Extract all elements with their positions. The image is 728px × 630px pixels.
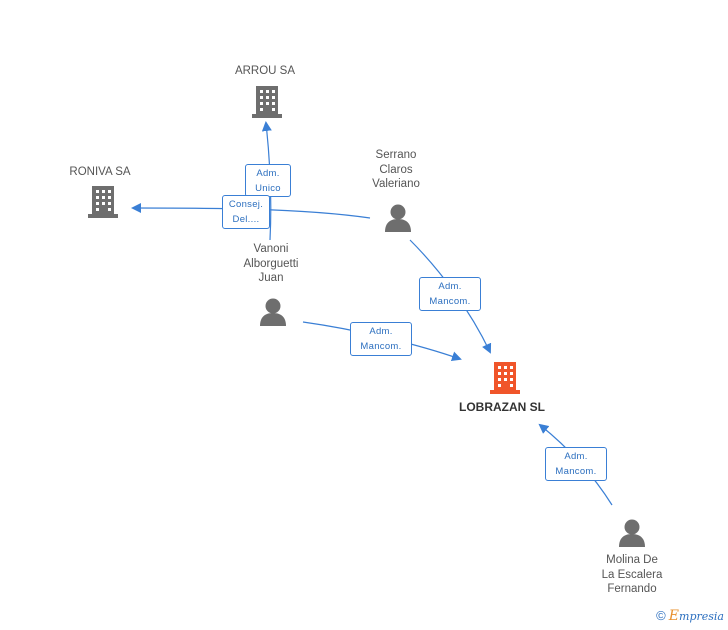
edge-label-vanoni-arrou[interactable]: Adm. Unico xyxy=(245,164,291,197)
node-label-serrano[interactable]: Serrano Claros Valeriano xyxy=(372,149,420,190)
edge-label-molina-lobrazan[interactable]: Adm. Mancom. xyxy=(545,447,607,481)
node-label-lobrazan[interactable]: LOBRAZAN SL xyxy=(459,400,545,414)
edge-label-serrano-roniva[interactable]: Consej. Del.... xyxy=(222,195,270,229)
lobrazan-building-icon[interactable] xyxy=(490,362,520,394)
arrou-building-icon[interactable] xyxy=(252,86,282,118)
vanoni-person-icon[interactable] xyxy=(260,298,286,327)
molina-person-icon[interactable] xyxy=(619,519,645,548)
node-label-arrou[interactable]: ARROU SA xyxy=(234,65,296,77)
roniva-building-icon[interactable] xyxy=(88,186,118,218)
node-label-molina[interactable]: Molina De La Escalera Fernando xyxy=(601,554,663,595)
edge-label-serrano-lobrazan[interactable]: Adm. Mancom. xyxy=(419,277,481,311)
footer-brand: © Empresia xyxy=(656,608,724,624)
copyright-symbol: © xyxy=(656,608,666,623)
brand-logo-text: mpresia xyxy=(679,610,724,623)
node-label-roniva[interactable]: RONIVA SA xyxy=(69,166,131,178)
edge-label-vanoni-lobrazan[interactable]: Adm. Mancom. xyxy=(350,322,412,356)
node-label-vanoni[interactable]: Vanoni Alborguetti Juan xyxy=(243,243,299,284)
serrano-person-icon[interactable] xyxy=(385,204,411,233)
brand-logo-initial: E xyxy=(668,608,680,624)
